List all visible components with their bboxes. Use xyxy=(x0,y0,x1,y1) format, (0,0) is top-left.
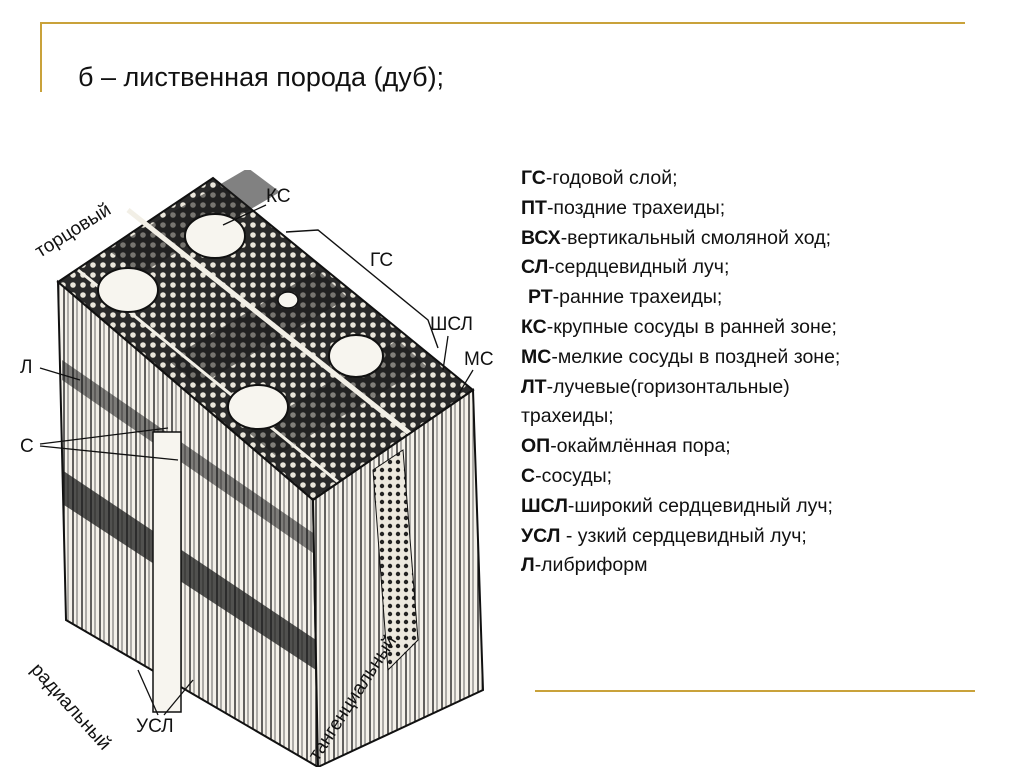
pointer-c xyxy=(39,427,169,445)
legend-text: -сосуды; xyxy=(535,464,613,487)
pointer-ks xyxy=(222,204,267,226)
ray-band-radial xyxy=(62,360,316,555)
frame-bottom-line xyxy=(535,690,975,692)
legend-code: Л xyxy=(521,554,535,577)
bracket-gs xyxy=(285,229,439,349)
legend-text: - узкий сердцевидный луч; xyxy=(560,524,807,547)
legend-code: ПТ xyxy=(521,196,547,219)
legend-text: -лучевые(горизонтальные) xyxy=(546,375,790,398)
legend-item: РТ-ранние трахеиды; xyxy=(521,283,1001,313)
annual-ring-band xyxy=(168,270,348,386)
legend-list: ГС-годовой слой; ПТ-поздние трахеиды; ВС… xyxy=(521,164,1001,581)
pointer-ms xyxy=(457,369,474,396)
legend-item: ШСЛ-широкий сердцевидный луч; xyxy=(521,492,1001,522)
legend-item: ПТ-поздние трахеиды; xyxy=(521,194,1001,224)
legend-text: -поздние трахеиды; xyxy=(546,196,726,219)
large-vessel xyxy=(184,213,246,259)
wood-block-drawing: торцовый КС ГС ШСЛ МС Л С УСЛ радиальный… xyxy=(20,170,494,767)
large-vessel xyxy=(328,334,384,378)
large-vessel xyxy=(97,267,159,313)
legend-code: С xyxy=(521,464,536,487)
legend-item: КС-крупные сосуды в ранней зоне; xyxy=(521,313,1001,343)
vessel-groove xyxy=(152,431,182,713)
frame-top-line xyxy=(40,22,965,24)
legend-item: СЛ-сердцевидный луч; xyxy=(521,253,1001,283)
pointer-shsl xyxy=(442,335,449,371)
legend-text: -вертикальный смоляной ход; xyxy=(560,226,832,249)
pointer-l xyxy=(39,367,81,381)
legend-item: ГС-годовой слой; xyxy=(521,164,1001,194)
label-ks: КС xyxy=(266,186,291,207)
slide-title: б – лиственная порода (дуб); xyxy=(78,62,445,92)
legend-text: -годовой слой; xyxy=(545,167,678,189)
oak-wood-block-illustration: торцовый КС ГС ШСЛ МС Л С УСЛ радиальный… xyxy=(18,170,513,767)
legend-code: ВСХ xyxy=(521,226,561,249)
legend-code: СЛ xyxy=(521,256,549,279)
ray-band-radial xyxy=(62,470,316,670)
label-c: С xyxy=(20,436,34,457)
label-gs: ГС xyxy=(370,250,393,271)
label-radialny: радиальный xyxy=(26,659,115,754)
wide-ray-line xyxy=(126,208,420,442)
legend-item: УСЛ - узкий сердцевидный луч; xyxy=(521,522,1001,552)
legend-item-continuation: трахеиды; xyxy=(521,402,1001,432)
legend-text: -мелкие сосуды в поздней зоне; xyxy=(551,345,841,368)
legend-item: ВСХ-вертикальный смоляной ход; xyxy=(521,224,1001,254)
pointer-usl xyxy=(137,669,159,716)
wide-ray-tangential xyxy=(372,449,419,672)
legend-code: ОП xyxy=(521,435,551,458)
large-vessel xyxy=(227,384,289,430)
legend-code: ШСЛ xyxy=(521,494,568,517)
label-ms: МС xyxy=(464,349,494,370)
label-usl: УСЛ xyxy=(136,716,174,737)
legend-item: МС-мелкие сосуды в поздней зоне; xyxy=(521,343,1001,373)
legend-code: КС xyxy=(521,315,547,338)
pointer-usl xyxy=(163,679,194,716)
legend-code: МС xyxy=(521,345,552,368)
legend-code: УСЛ xyxy=(521,524,561,547)
legend-text: -либриформ xyxy=(534,554,648,577)
legend-code: РТ xyxy=(528,286,553,309)
label-l: Л xyxy=(20,357,32,378)
legend-item: ОП-окаймлённая пора; xyxy=(521,432,1001,462)
legend-item: Л-либриформ xyxy=(521,551,1001,581)
legend-code: ГС xyxy=(521,167,546,189)
annual-ring-band xyxy=(248,340,426,456)
label-shsl: ШСЛ xyxy=(430,314,473,335)
frame-left-line xyxy=(40,22,42,92)
small-vessel xyxy=(277,291,299,309)
legend-text: -сердцевидный луч; xyxy=(548,256,730,279)
legend-item: С-сосуды; xyxy=(521,462,1001,492)
legend-item: ЛТ-лучевые(горизонтальные) xyxy=(521,373,1001,403)
legend-text: -крупные сосуды в ранней зоне; xyxy=(546,315,837,338)
pointer-c xyxy=(39,445,179,461)
legend-code: ЛТ xyxy=(521,375,547,398)
legend-text: трахеиды; xyxy=(521,405,614,428)
legend-text: -широкий сердцевидный луч; xyxy=(567,494,833,517)
legend-text: -ранние трахеиды; xyxy=(552,286,723,309)
legend-text: -окаймлённая пора; xyxy=(550,435,731,458)
